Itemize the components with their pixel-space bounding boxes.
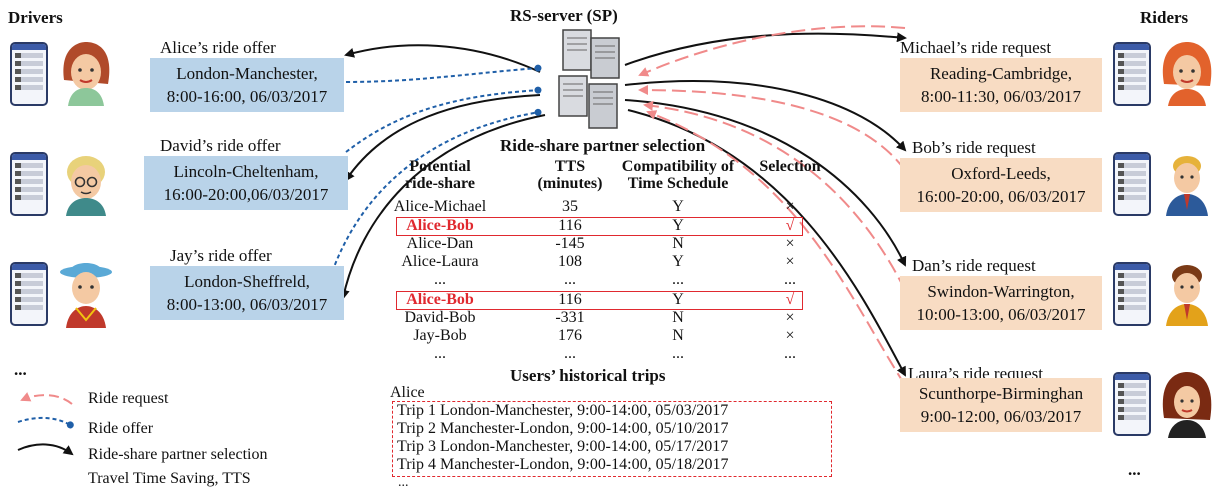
selection-arrow-bob [624,80,907,152]
legend-selection-arrow-icon [17,443,74,456]
history-trip: Trip 4 Manchester-London, 9:00-14:00, 05… [397,456,729,473]
legend-tts-label: Travel Time Saving, TTS [88,470,251,487]
offer-route: Lincoln-Cheltenham, [173,162,319,181]
offer-arrow-david [345,86,542,153]
legend-request-label: Ride request [88,390,169,407]
history-trip-list: Trip 1 London-Manchester, 9:00-14:00, 05… [392,401,832,477]
offer-time: 8:00-16:00, 06/03/2017 [166,87,328,106]
rider-request-title: Bob’s ride request [912,138,1036,157]
request-route: Reading-Cambridge, [929,64,1073,83]
legend-selection-label: Ride-share partner selection [88,446,268,463]
table-row: David-Bob -331 N × [404,309,795,326]
legend-offer-arrow-icon [17,416,74,429]
legend-request-arrow-icon [20,392,73,405]
driver-offer-title: Alice’s ride offer [160,38,276,57]
request-time: 16:00-20:00, 06/03/2017 [916,187,1086,206]
rider-request-title: Michael’s ride request [900,38,1052,57]
request-time: 9:00-12:00, 06/03/2017 [920,407,1082,426]
offer-arrow-jay [329,108,542,279]
history-trip: Trip 1 London-Manchester, 9:00-14:00, 05… [397,402,729,419]
rider-request-box: Scunthorpe-Birminghan 9:00-12:00, 06/03/… [900,378,1102,432]
rider-avatar-dan-icon [1166,265,1208,326]
phone-icon [1113,372,1151,436]
col-header-pair: Potential ride-share [405,158,475,192]
col-header-compat: Compatibility of Time Schedule [621,158,735,192]
table-row: Alice-Dan -145 N × [406,235,795,252]
legend-offer-label: Ride offer [88,420,154,437]
selection-table: Potential ride-share TTS (minutes) Compa… [380,158,840,373]
driver-avatar-alice-icon [63,42,110,106]
selection-arrow-michael [624,32,907,66]
drivers-header: Drivers [8,8,63,27]
request-arrow-bob [638,85,906,171]
offer-time: 16:00-20:00,06/03/2017 [163,185,329,204]
driver-offer-box: Lincoln-Cheltenham, 16:00-20:00,06/03/20… [144,156,348,210]
phone-icon [1113,262,1151,326]
legend-icons [17,392,74,456]
driver-offer-title: David’s ride offer [160,136,281,155]
table-row: Alice-Bob 116 Y √ [406,291,795,308]
table-row: Alice-Laura 108 Y × [401,253,795,270]
history-trip: Trip 2 Manchester-London, 9:00-14:00, 05… [397,420,729,437]
selection-arrow-laura [627,109,906,377]
request-arrow-dan [643,100,906,291]
table-row: ... ... ... ... [434,345,796,362]
rider-request-box: Reading-Cambridge, 8:00-11:30, 06/03/201… [900,58,1102,112]
request-route: Oxford-Leeds, [951,164,1051,183]
phone-icon [10,152,48,216]
history-user: Alice [390,384,425,401]
request-time: 8:00-11:30, 06/03/2017 [921,87,1081,106]
request-time: 10:00-13:00, 06/03/2017 [916,305,1086,324]
offer-time: 8:00-13:00, 06/03/2017 [166,295,328,314]
riders-more: ... [1128,460,1141,479]
selection-arrow-alice [344,44,541,73]
phone-icon [10,42,48,106]
rider-avatar-laura-icon [1162,372,1212,438]
riders-header: Riders [1140,8,1189,27]
selection-title: Ride-share partner selection [500,136,706,155]
selection-arrow-jay [339,114,546,300]
selection-arrow-david [344,94,541,182]
driver-avatar-jay-icon [60,263,112,328]
table-row: Alice-Michael 35 Y × [393,198,795,215]
offer-arrow-alice [345,64,542,83]
history-more: ... [398,475,409,490]
server-icon [558,29,620,129]
table-row: Jay-Bob 176 N × [413,327,795,344]
driver-offer-title: Jay’s ride offer [170,246,272,265]
highlight-row [396,291,803,310]
history-trip: Trip 3 London-Manchester, 9:00-14:00, 05… [397,438,729,455]
rider-request-box: Swindon-Warrington, 10:00-13:00, 06/03/2… [900,276,1102,330]
phone-icon [1113,152,1151,216]
request-arrow-michael [638,25,906,77]
offer-route: London-Sheffreld, [184,272,310,291]
table-row: ... ... ... ... [434,271,796,288]
server-header: RS-server (SP) [510,6,618,25]
driver-avatar-david-icon [66,156,106,216]
table-row: Alice-Bob 116 Y √ [406,217,795,234]
request-route: Swindon-Warrington, [927,282,1075,301]
request-route: Scunthorpe-Birminghan [918,384,1084,403]
drivers-more: ... [14,360,27,379]
offer-route: London-Manchester, [176,64,318,83]
selection-arrow-dan [624,99,907,267]
phone-icon [10,262,48,326]
phone-icon [1113,42,1151,106]
history-title: Users’ historical trips [510,366,666,385]
rider-avatar-bob-icon [1166,156,1208,216]
rider-request-title: Dan’s ride request [912,256,1036,275]
highlight-row [396,217,803,236]
request-arrow-laura [646,110,906,386]
driver-offer-box: London-Sheffreld, 8:00-13:00, 06/03/2017 [150,266,344,320]
col-header-selection: Selection [759,158,821,175]
rider-request-box: Oxford-Leeds, 16:00-20:00, 06/03/2017 [900,158,1102,212]
driver-offer-box: London-Manchester, 8:00-16:00, 06/03/201… [150,58,344,112]
rider-avatar-michael-icon [1162,42,1212,106]
col-header-tts: TTS (minutes) [537,158,603,192]
